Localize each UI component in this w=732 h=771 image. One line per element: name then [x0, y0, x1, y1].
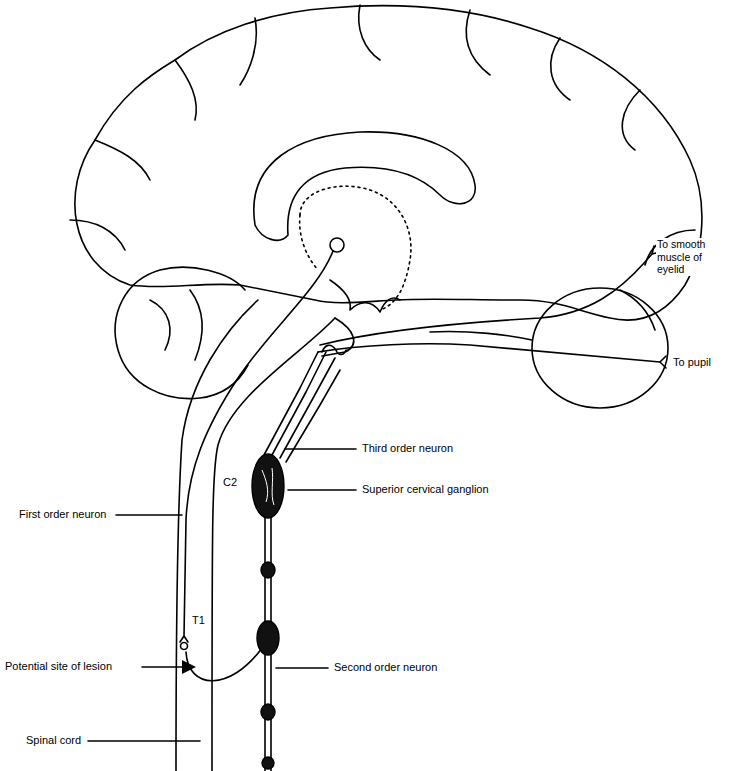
brainstem-contour — [330, 280, 400, 312]
gyrus-line — [359, 5, 380, 60]
cerebellum-folia — [190, 290, 202, 360]
hypothalamus-region — [300, 186, 411, 310]
first-order-neuron — [184, 251, 333, 636]
synapse-terminal — [181, 643, 188, 650]
hypothalamus-region — [300, 215, 318, 270]
lesion-arrow-line — [142, 666, 182, 668]
structure-label: Superior cervical ganglion — [361, 483, 490, 496]
level-label: C2 — [222, 476, 238, 489]
optic-stalk — [430, 332, 532, 340]
leader-line — [276, 667, 328, 669]
chain-ganglion — [261, 562, 275, 578]
gyrus-line — [70, 220, 125, 250]
eyeball — [532, 288, 668, 408]
target-label: To pupil — [672, 356, 712, 369]
spinal-cord-outline — [176, 300, 258, 771]
corpus-callosum — [254, 132, 475, 240]
leader-line — [88, 740, 200, 742]
eyelid-fold — [620, 290, 655, 330]
leader-line — [285, 448, 356, 450]
cerebrum-outline — [75, 6, 702, 320]
target-label: To smooth muscle of eyelid — [656, 238, 728, 276]
gyrus-line — [551, 38, 570, 100]
lesion-label: Potential site of lesion — [4, 660, 113, 673]
neuron-label: Second order neuron — [333, 661, 438, 674]
lesion-arrowhead — [182, 660, 196, 674]
structure-label: Spinal cord — [25, 734, 82, 747]
neuron-label: Third order neuron — [361, 442, 454, 455]
level-label: T1 — [191, 614, 206, 627]
carotid-artery — [280, 358, 335, 458]
gyrus-line — [466, 10, 490, 75]
pupil-fiber — [318, 344, 660, 362]
fiber-terminal — [660, 356, 666, 368]
gyrus-line — [175, 60, 196, 120]
synapse-terminal — [180, 636, 188, 642]
leader-line — [116, 514, 182, 516]
neuron-label: First order neuron — [18, 508, 107, 521]
superior-cervical-ganglion — [252, 454, 284, 518]
cerebellum-folia — [150, 300, 170, 350]
ganglion-texture — [262, 468, 274, 505]
gyrus-line — [95, 140, 150, 180]
eyelid-fiber — [320, 254, 652, 345]
hypothalamic-nucleus — [330, 238, 344, 252]
second-order-neuron — [186, 648, 262, 681]
leader-line — [288, 489, 356, 491]
spinal-cord-outline — [212, 318, 335, 771]
gyrus-line — [622, 90, 640, 150]
gyrus-line — [240, 18, 256, 85]
chain-ganglion — [257, 621, 279, 655]
chain-ganglion — [261, 704, 275, 720]
chain-ganglion — [262, 757, 274, 769]
